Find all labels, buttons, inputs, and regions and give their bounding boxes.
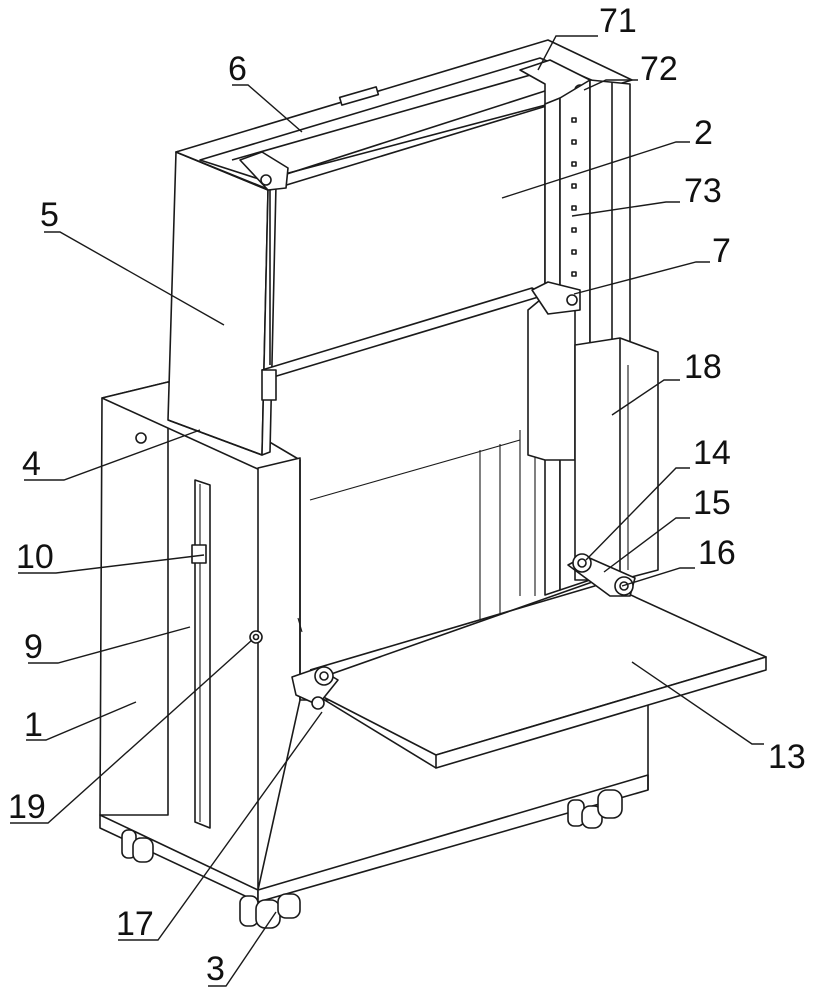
slider-block [191,544,207,564]
leader-lines [10,35,764,987]
casters [121,789,623,929]
label-18: 18 [684,348,722,386]
cabinet-body [99,381,649,903]
label-7: 7 [712,232,731,270]
side-bracket [574,337,659,581]
label-9: 9 [24,628,43,666]
label-16: 16 [698,534,736,572]
label-19: 19 [8,788,46,826]
label-1: 1 [24,706,43,744]
label-73: 73 [684,172,722,210]
label-15: 15 [693,484,731,522]
label-2: 2 [694,114,713,152]
knob-19 [249,630,263,644]
guide-slot [194,479,211,829]
label-10: 10 [16,538,54,576]
label-3: 3 [206,950,225,988]
label-13: 13 [768,738,806,776]
callout-labels: 71 72 6 2 73 5 7 18 4 14 15 10 16 9 1 13… [8,2,806,988]
label-71: 71 [599,2,637,40]
lower-hinge [291,617,339,710]
label-4: 4 [22,445,41,483]
middle-carriage [261,281,581,461]
table-plate [299,579,767,769]
label-5: 5 [40,196,59,234]
label-72: 72 [640,50,678,88]
label-17: 17 [116,905,154,943]
label-14: 14 [693,434,731,472]
label-6: 6 [228,50,247,88]
